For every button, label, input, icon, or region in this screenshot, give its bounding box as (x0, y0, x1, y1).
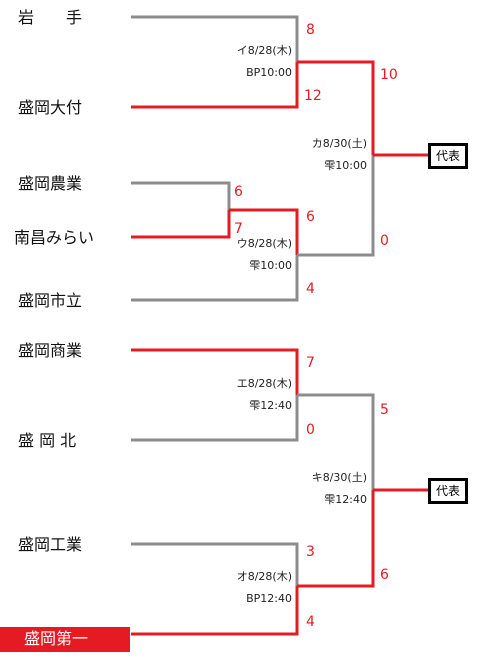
game-ki-date: キ8/30(土) (311, 471, 367, 484)
game-ka-label: カ8/30(土) 雫10:00 (297, 133, 367, 177)
game-u-venue: 雫10:00 (249, 259, 292, 272)
game-ka-venue: 雫10:00 (324, 159, 367, 172)
team-moriokadaiichi: 盛岡第一 (24, 629, 89, 648)
game-ki-venue: 雫12:40 (324, 493, 367, 506)
game-i-label: イ8/28(木) BP10:00 (222, 40, 292, 84)
line-u-winner (297, 155, 375, 257)
game-o-venue: BP12:40 (246, 592, 292, 605)
team-moriokashogyo: 盛岡商業 (18, 341, 83, 360)
score-o-top: 3 (306, 544, 315, 560)
game-ka-date: カ8/30(土) (311, 137, 367, 150)
score-e-top: 7 (306, 355, 315, 371)
line-moriokashiritsu (131, 255, 299, 302)
line-moriokadaifu (131, 62, 299, 109)
team-moriokashiritsu: 盛岡市立 (18, 291, 83, 310)
game-i-date: イ8/28(木) (236, 44, 292, 57)
line-o-winner (297, 490, 375, 588)
champion-highlight (0, 627, 130, 652)
representative-box-lower: 代表 (428, 478, 468, 504)
game-e-label: エ8/28(木) 雫12:40 (222, 373, 292, 417)
line-nansho (131, 210, 231, 239)
game-o-date: オ8/28(木) (236, 570, 292, 583)
game-e-venue: 雫12:40 (249, 399, 292, 412)
line-moriokashogyo (131, 348, 299, 395)
score-pre-bottom: 7 (234, 221, 243, 237)
score-ki-top: 5 (380, 402, 389, 418)
line-moriokakogyo (131, 542, 299, 586)
line-moriokanogyo (131, 181, 231, 210)
score-ki-bottom: 6 (380, 567, 389, 583)
score-ka-top: 10 (380, 67, 398, 83)
representative-box-upper: 代表 (428, 143, 468, 169)
game-ki-label: キ8/30(土) 雫12:40 (297, 467, 367, 511)
game-o-label: オ8/28(木) BP12:40 (222, 566, 292, 610)
team-moriokanogyo: 盛岡農業 (18, 174, 83, 193)
game-i-venue: BP10:00 (246, 66, 292, 79)
line-moriokadaiichi (131, 586, 299, 636)
score-pre-top: 6 (234, 184, 243, 200)
score-i-bottom: 12 (304, 88, 322, 104)
line-i-winner (297, 60, 375, 155)
team-moriokakogyo: 盛岡工業 (18, 535, 83, 554)
line-e-winner (297, 393, 375, 490)
score-e-bottom: 0 (306, 422, 315, 438)
score-u-bottom: 4 (306, 281, 315, 297)
score-ka-bottom: 0 (380, 233, 389, 249)
line-iwate (131, 15, 299, 62)
score-o-bottom: 4 (306, 614, 315, 630)
team-moriokakita: 盛 岡 北 (18, 431, 77, 450)
game-e-date: エ8/28(木) (236, 377, 292, 390)
team-iwate: 岩 手 (18, 8, 83, 27)
line-moriokakita (131, 395, 299, 442)
score-i-top: 8 (306, 22, 315, 38)
team-moriokadaifu: 盛岡大付 (18, 98, 83, 117)
line-pre-winner (229, 208, 299, 255)
game-u-label: ウ8/28(木) 雫10:00 (222, 233, 292, 277)
score-u-top: 6 (306, 209, 315, 225)
team-nanshomirai: 南昌みらい (14, 228, 95, 247)
game-u-date: ウ8/28(木) (236, 237, 292, 250)
